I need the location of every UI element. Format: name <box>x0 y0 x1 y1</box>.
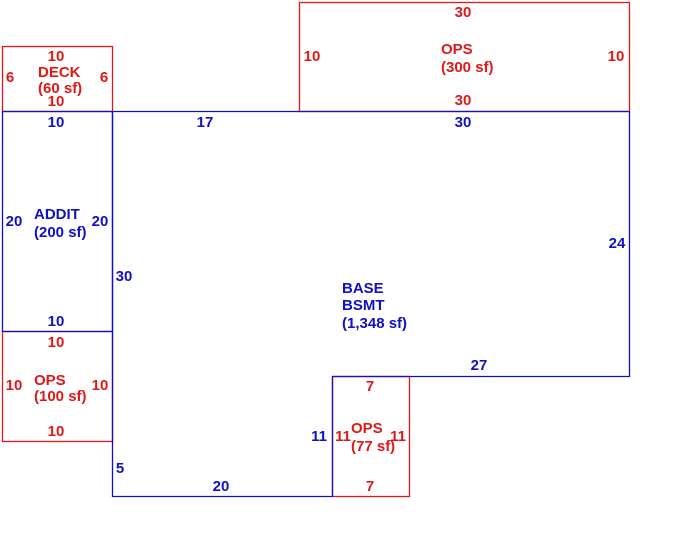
base-dim-notch-side: 11 <box>311 428 327 445</box>
base-outline <box>111 110 631 498</box>
ops-top-dim-right: 10 <box>608 48 625 65</box>
base-dim-notch-top: 27 <box>471 357 488 374</box>
base-dim-left-lower: 5 <box>116 460 124 477</box>
deck-dim-top: 10 <box>48 48 65 65</box>
base-area: 17 30 24 27 11 20 5 30 BASE BSMT (1,348 … <box>111 110 631 498</box>
ops-bottom-dim-top: 7 <box>366 378 374 395</box>
ops-left-name: OPS <box>34 372 66 389</box>
ops-bottom-area-label: (77 sf) <box>351 438 395 455</box>
base-dim-top-left: 17 <box>197 114 214 131</box>
ops-bottom-dim-bottom: 7 <box>366 478 374 495</box>
ops-top-area: 30 30 10 10 OPS (300 sf) <box>298 1 631 113</box>
deck-dim-bottom: 10 <box>48 93 65 110</box>
ops-left-dim-left: 10 <box>6 377 23 394</box>
deck-area-label: (60 sf) <box>38 80 82 97</box>
deck-area: 10 10 6 6 DECK (60 sf) <box>1 45 114 113</box>
addit-dim-top: 10 <box>48 114 65 131</box>
ops-bottom-name: OPS <box>351 420 383 437</box>
ops-bottom-dim-left: 11 <box>335 428 351 445</box>
base-name-line2: BSMT <box>342 297 385 314</box>
deck-name: DECK <box>38 64 81 81</box>
base-dim-top-right: 30 <box>455 114 472 131</box>
addit-dim-bottom: 10 <box>48 313 65 330</box>
addit-dim-left: 20 <box>6 213 23 230</box>
ops-left-dim-top: 10 <box>48 334 65 351</box>
addit-name: ADDIT <box>34 206 80 223</box>
deck-dim-right: 6 <box>100 69 108 86</box>
ops-top-area-label: (300 sf) <box>441 59 494 76</box>
ops-bottom-dim-right: 11 <box>390 428 406 445</box>
addit-area-label: (200 sf) <box>34 224 87 241</box>
ops-bottom-area: 7 7 11 11 OPS (77 sf) <box>331 375 411 498</box>
addit-dim-right: 20 <box>92 213 109 230</box>
ops-left-area-label: (100 sf) <box>34 388 87 405</box>
deck-dim-left: 6 <box>6 69 14 86</box>
base-dim-bottom: 20 <box>213 478 230 495</box>
base-dim-right: 24 <box>609 235 626 252</box>
ops-top-dim-left: 10 <box>304 48 321 65</box>
base-dim-left-upper: 30 <box>116 268 133 285</box>
ops-top-name: OPS <box>441 41 473 58</box>
base-area-label: (1,348 sf) <box>342 315 407 332</box>
base-name-line1: BASE <box>342 280 384 297</box>
ops-top-dim-top: 30 <box>455 4 472 21</box>
ops-left-area: 10 10 10 10 OPS (100 sf) <box>1 330 114 443</box>
ops-top-dim-bottom: 30 <box>455 92 472 109</box>
addit-area: 10 10 20 20 ADDIT (200 sf) <box>1 110 114 333</box>
ops-left-dim-bottom: 10 <box>48 423 65 440</box>
ops-left-dim-right: 10 <box>92 377 109 394</box>
